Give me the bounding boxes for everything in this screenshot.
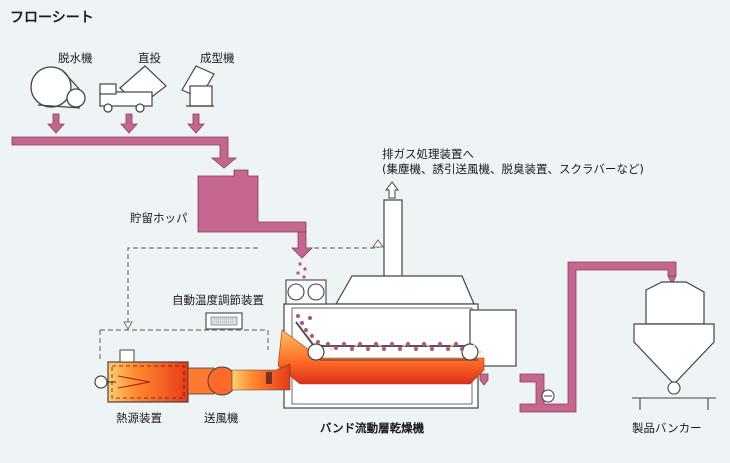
dashed-arrow-down-icon bbox=[123, 321, 133, 330]
product-pipe bbox=[479, 261, 677, 413]
exhaust-arrow-icon bbox=[385, 181, 399, 199]
auto-temp-control-label: 自動温度調節装置 bbox=[172, 293, 264, 307]
feed-arrows bbox=[47, 113, 205, 134]
exhaust-label-line1: 排ガス処理装置へ bbox=[382, 147, 474, 161]
band-dryer-label: バンド流動層乾燥機 bbox=[320, 421, 425, 435]
exhaust-stack bbox=[383, 199, 403, 281]
page-title: フローシート bbox=[10, 10, 94, 26]
dashed-arrow-up-icon bbox=[372, 239, 384, 248]
dewatering-machine bbox=[30, 66, 86, 109]
product-bunker-label: 製品バンカー bbox=[632, 421, 702, 435]
heat-source-unit bbox=[94, 349, 189, 403]
blower-label: 送風機 bbox=[204, 411, 239, 425]
granules-on-band bbox=[296, 314, 464, 351]
dewatering-machine-label: 脱水機 bbox=[58, 51, 93, 65]
heat-source-label: 熱源装置 bbox=[116, 411, 162, 425]
falling-granules bbox=[296, 262, 307, 279]
molding-machine-label: 成型機 bbox=[200, 51, 235, 65]
exhaust-label-line2: (集塵機、誘引送風機、脱臭装置、スクラバーなど) bbox=[382, 162, 644, 176]
feed-collector-pipe bbox=[11, 136, 238, 169]
granule-highlights bbox=[330, 343, 482, 354]
molding-machine bbox=[181, 65, 215, 107]
hopper-discharge-arrow bbox=[291, 231, 313, 259]
band-dryer bbox=[277, 275, 517, 409]
direct-feed-label: 直投 bbox=[138, 51, 161, 65]
blower-unit bbox=[187, 363, 291, 396]
auto-temp-control-unit bbox=[205, 312, 243, 330]
product-bunker bbox=[632, 281, 716, 410]
storage-hopper-label: 貯留ホッパ bbox=[130, 211, 188, 225]
control-dashed-lines bbox=[99, 240, 379, 360]
dump-truck-icon bbox=[99, 65, 167, 113]
storage-hopper bbox=[197, 169, 307, 233]
